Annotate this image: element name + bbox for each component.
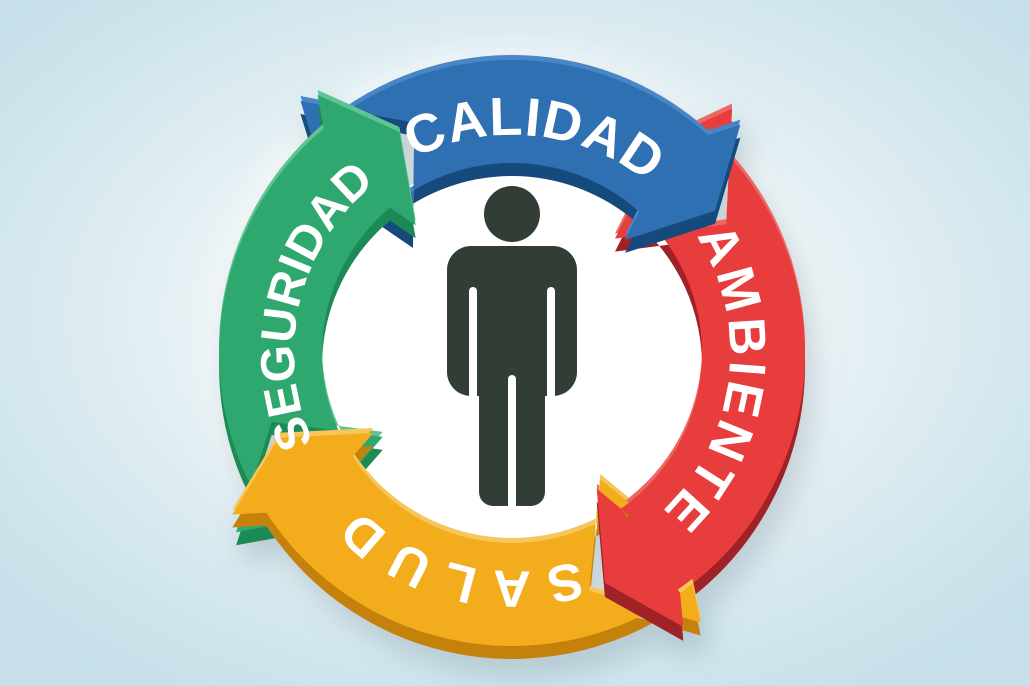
person-leg-slit bbox=[508, 375, 516, 515]
segment-seguridad bbox=[219, 90, 416, 546]
ring-group: CALIDAD AMBIENTE SALUD SEGURIDAD bbox=[219, 55, 806, 660]
segment-salud-face bbox=[232, 433, 701, 647]
person-icon bbox=[447, 186, 577, 515]
arrowhead-patch-face bbox=[596, 488, 684, 627]
segment-seguridad-face bbox=[219, 95, 416, 533]
segment-ambiente-face bbox=[596, 108, 806, 627]
segment-ambiente-arrowhead-patch bbox=[596, 488, 684, 641]
person-arm-slit-right bbox=[547, 287, 555, 405]
person-arm-slit-left bbox=[469, 287, 477, 405]
person-slits bbox=[469, 287, 555, 515]
segment-ambiente bbox=[596, 103, 806, 640]
segment-salud bbox=[232, 428, 701, 660]
person-head bbox=[484, 186, 540, 242]
